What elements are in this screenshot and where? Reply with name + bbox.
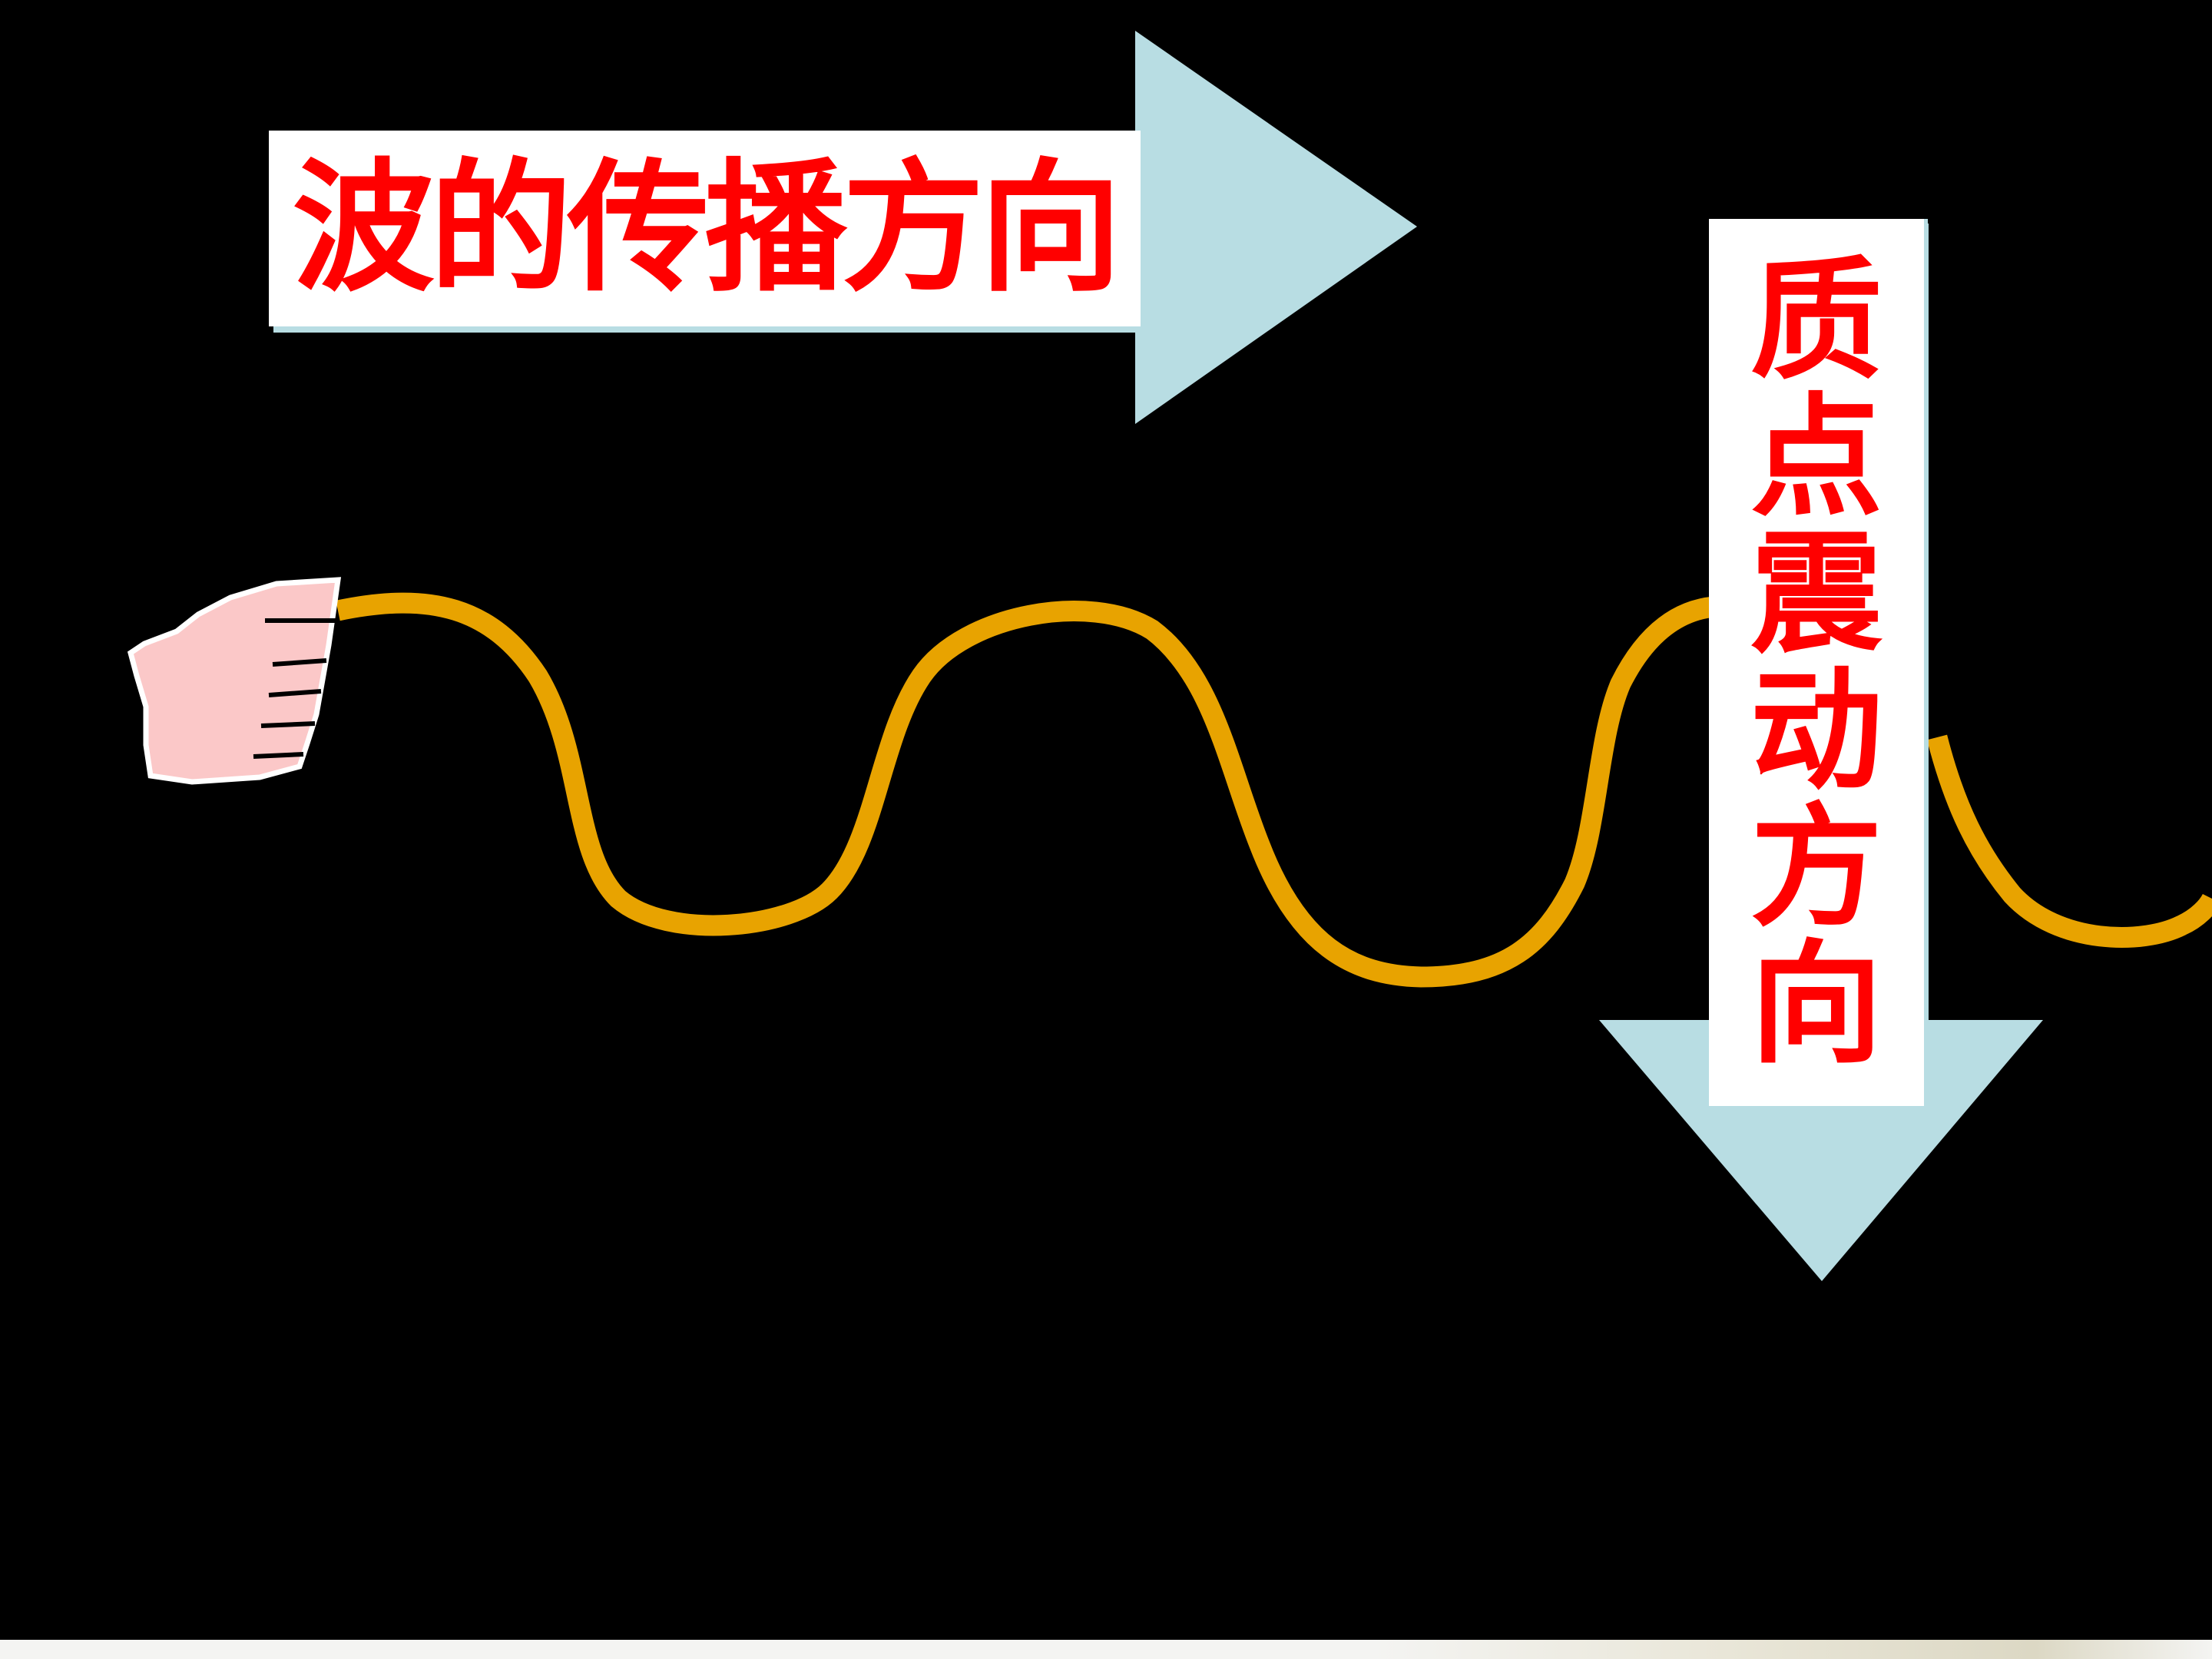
vibration-label-char: 方 [1750,790,1883,945]
vibration-label-char: 质 [1750,243,1883,398]
propagation-direction-label: 波的传播方向 [269,131,1141,326]
vibration-label-char: 动 [1750,653,1883,808]
rope-wave-tail [1926,734,2212,948]
vibration-label-char: 震 [1750,516,1883,671]
vibration-label-char: 向 [1750,926,1883,1081]
slide-footer-strip [0,1640,2212,1659]
rope-wave [336,592,1716,988]
vibration-direction-label: 质 点 震 动 方 向 [1709,219,1924,1106]
vibration-label-char: 点 [1750,379,1883,535]
hand-icon [127,577,342,785]
